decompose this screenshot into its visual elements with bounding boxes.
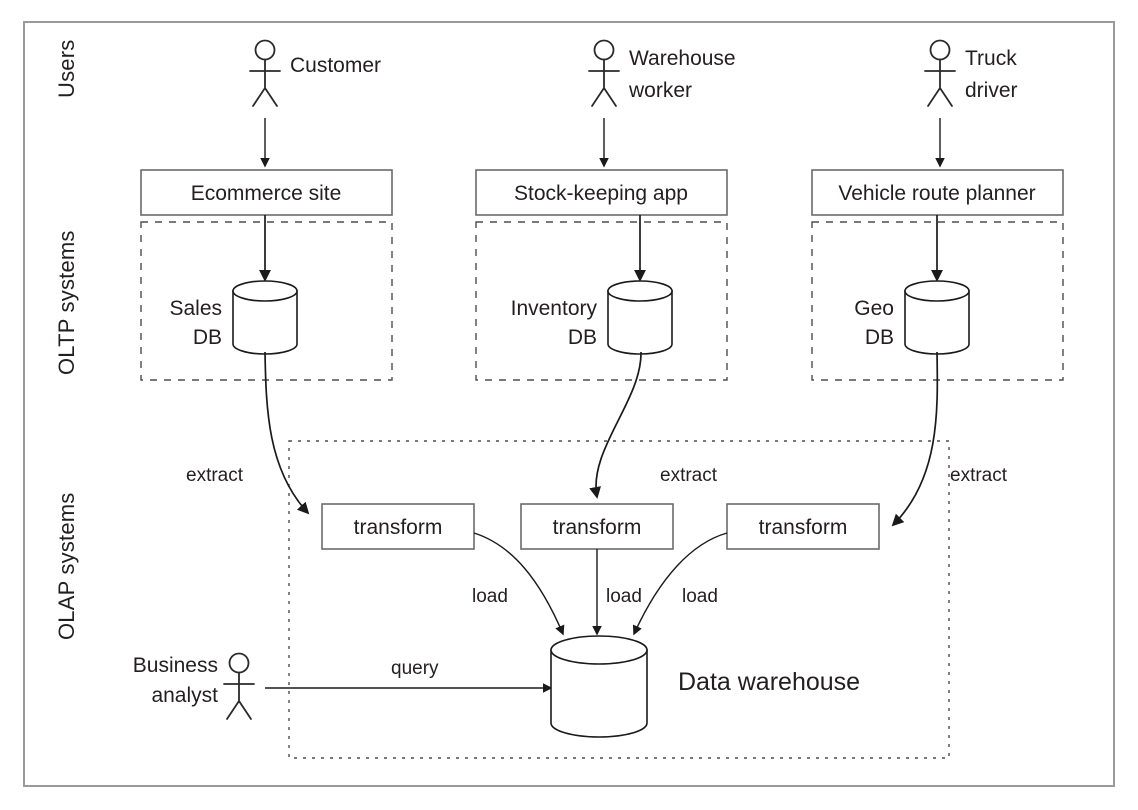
arrow-extract-sales-to-transform1 bbox=[264, 351, 310, 515]
actor-business-analyst-label-line1: Business bbox=[133, 654, 218, 677]
app-box-stock-keeping-app-label: Stock-keeping app bbox=[514, 182, 688, 205]
actor-warehouse-worker-label-line1: Warehouse bbox=[629, 47, 736, 70]
db-inventory-db[interactable]: Inventory DB bbox=[511, 280, 673, 355]
actor-customer: Customer bbox=[249, 39, 381, 107]
actor-customer-head bbox=[254, 39, 276, 61]
arrow-load-transform3-to-warehouse bbox=[632, 532, 728, 636]
app-box-ecommerce-site[interactable]: Ecommerce site bbox=[140, 169, 393, 216]
db-inventory-db-top bbox=[607, 280, 673, 302]
lane-label-olap-text: OLAP systems bbox=[54, 493, 79, 640]
app-box-vehicle-route-planner-label: Vehicle route planner bbox=[838, 182, 1035, 205]
data-warehouse-top bbox=[550, 635, 648, 665]
app-box-stock-keeping-app[interactable]: Stock-keeping app bbox=[475, 169, 728, 216]
app-box-vehicle-route-planner[interactable]: Vehicle route planner bbox=[811, 169, 1064, 216]
transform-box-2-rect[interactable] bbox=[520, 503, 674, 550]
db-geo-db[interactable]: Geo DB bbox=[854, 280, 970, 355]
db-geo-db-label-line2: DB bbox=[865, 326, 894, 349]
actor-warehouse-worker-body bbox=[588, 59, 620, 107]
db-sales-db[interactable]: Sales DB bbox=[169, 280, 298, 355]
db-sales-db-label-line1: Sales bbox=[169, 297, 222, 320]
actor-truck-driver-label-line2: driver bbox=[965, 79, 1018, 102]
db-inventory-db-body[interactable] bbox=[607, 290, 673, 355]
transform-box-2-label: transform bbox=[553, 516, 642, 539]
app-box-vehicle-route-planner-rect[interactable] bbox=[811, 169, 1064, 216]
actor-warehouse-worker-label-line2: worker bbox=[628, 79, 692, 102]
transform-box-3-label: transform bbox=[759, 516, 848, 539]
actor-truck-driver-body bbox=[924, 59, 956, 107]
transform-box-1[interactable]: transform bbox=[321, 503, 475, 550]
db-inventory-db-label-line1: Inventory bbox=[511, 297, 598, 320]
edge-label-load-1: load bbox=[472, 586, 508, 607]
lane-label-users-text: Users bbox=[54, 40, 79, 98]
lane-label-oltp: OLTP systems bbox=[54, 230, 79, 375]
data-warehouse-label: Data warehouse bbox=[678, 668, 860, 696]
app-box-ecommerce-site-label: Ecommerce site bbox=[191, 182, 342, 205]
lane-label-oltp-text: OLTP systems bbox=[54, 230, 79, 375]
db-geo-db-label-line1: Geo bbox=[854, 297, 894, 320]
edge-label-load-2: load bbox=[606, 586, 642, 607]
transform-box-1-rect[interactable] bbox=[321, 503, 475, 550]
edge-label-extract-2: extract bbox=[660, 465, 718, 486]
db-sales-db-body[interactable] bbox=[232, 290, 298, 355]
app-box-stock-keeping-app-rect[interactable] bbox=[475, 169, 728, 216]
olap-region bbox=[288, 440, 950, 759]
app-box-ecommerce-site-rect[interactable] bbox=[140, 169, 393, 216]
edge-label-load-3: load bbox=[682, 586, 718, 607]
data-warehouse[interactable]: Data warehouse bbox=[550, 635, 860, 738]
lane-label-users: Users bbox=[54, 40, 79, 98]
edge-label-query: query bbox=[391, 658, 439, 679]
db-sales-db-label-line2: DB bbox=[193, 326, 222, 349]
transform-box-1-label: transform bbox=[354, 516, 443, 539]
actor-business-analyst-head bbox=[228, 652, 250, 674]
arrow-extract-geo-to-transform3 bbox=[891, 351, 939, 527]
edge-label-extract-1: extract bbox=[186, 465, 244, 486]
db-geo-db-top bbox=[904, 280, 970, 302]
actor-customer-label: Customer bbox=[290, 54, 381, 77]
actor-warehouse-worker-head bbox=[593, 39, 615, 61]
actor-truck-driver-label-line1: Truck bbox=[965, 47, 1017, 70]
transform-box-3[interactable]: transform bbox=[726, 503, 880, 550]
oltp-region-inventory bbox=[475, 221, 728, 381]
data-warehouse-body[interactable] bbox=[550, 649, 648, 738]
transform-box-3-rect[interactable] bbox=[726, 503, 880, 550]
diagram-frame bbox=[23, 21, 1115, 787]
lane-label-olap: OLAP systems bbox=[54, 493, 79, 640]
actor-business-analyst: Business analyst bbox=[133, 652, 255, 720]
actor-customer-body bbox=[249, 59, 281, 107]
actor-business-analyst-body bbox=[223, 672, 255, 720]
db-sales-db-top bbox=[232, 280, 298, 302]
db-geo-db-body[interactable] bbox=[904, 290, 970, 355]
arrow-load-transform1-to-warehouse bbox=[473, 532, 565, 636]
actor-truck-driver: Truck driver bbox=[924, 39, 1018, 107]
arrow-extract-inventory-to-transform2 bbox=[589, 351, 642, 499]
transform-box-2[interactable]: transform bbox=[520, 503, 674, 550]
actor-warehouse-worker: Warehouse worker bbox=[588, 39, 736, 107]
edge-label-extract-3: extract bbox=[950, 465, 1008, 486]
actor-business-analyst-label-line2: analyst bbox=[151, 684, 218, 707]
db-inventory-db-label-line2: DB bbox=[568, 326, 597, 349]
actor-truck-driver-head bbox=[929, 39, 951, 61]
